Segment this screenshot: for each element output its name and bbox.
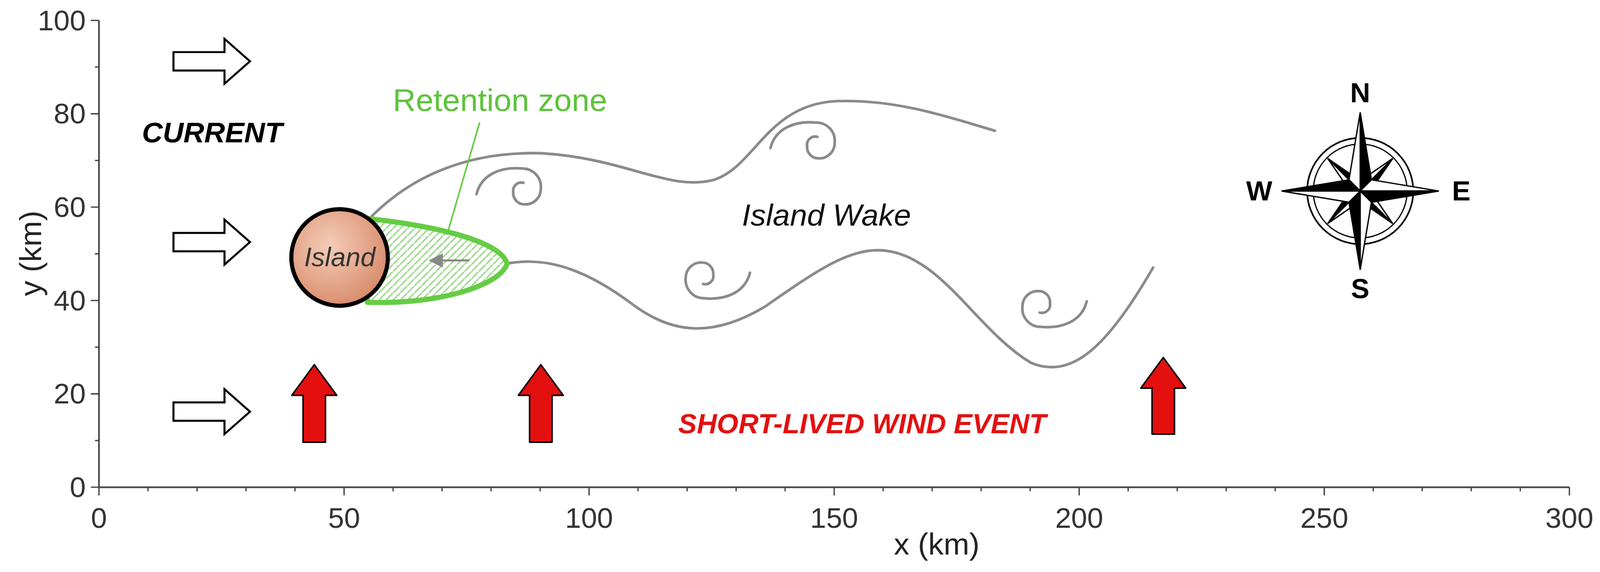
tick-label: 60 xyxy=(53,191,86,223)
tick-label: 0 xyxy=(90,501,107,534)
wind-arrow xyxy=(291,357,1186,443)
compass-letter: S xyxy=(1350,273,1370,305)
tick-label: 150 xyxy=(810,501,859,534)
wake-label: Island Wake xyxy=(741,198,911,233)
axis-title: x (km) xyxy=(894,527,980,562)
axes xyxy=(90,20,1570,496)
island-label: Island xyxy=(304,242,376,272)
retention-zone-label: Retention zone xyxy=(393,82,608,118)
tick-label: 80 xyxy=(53,98,86,130)
tick-label: 200 xyxy=(1055,501,1104,534)
current-arrow xyxy=(173,39,251,435)
compass-letter: W xyxy=(1245,175,1273,207)
tick-label: 250 xyxy=(1300,501,1349,534)
tick-label: 0 xyxy=(69,471,86,504)
island-circle: Island xyxy=(289,207,390,308)
wake-lines xyxy=(369,100,1153,367)
compass-letter: N xyxy=(1350,77,1371,108)
current-label: CURRENT xyxy=(141,117,283,150)
retention-zone xyxy=(367,122,508,303)
tick-label: 100 xyxy=(565,501,613,534)
tick-label: 100 xyxy=(37,4,86,37)
leader-line xyxy=(447,122,480,236)
wind-event-label: SHORT-LIVED WIND EVENT xyxy=(678,408,1047,439)
axis-title: y (km) xyxy=(13,210,48,297)
tick-label: 300 xyxy=(1545,501,1594,534)
compass-letter: E xyxy=(1452,175,1471,207)
compass-rose xyxy=(1281,112,1439,270)
tick-label: 50 xyxy=(328,501,361,534)
tick-label: 40 xyxy=(53,284,86,317)
tick-label: 20 xyxy=(53,378,86,411)
